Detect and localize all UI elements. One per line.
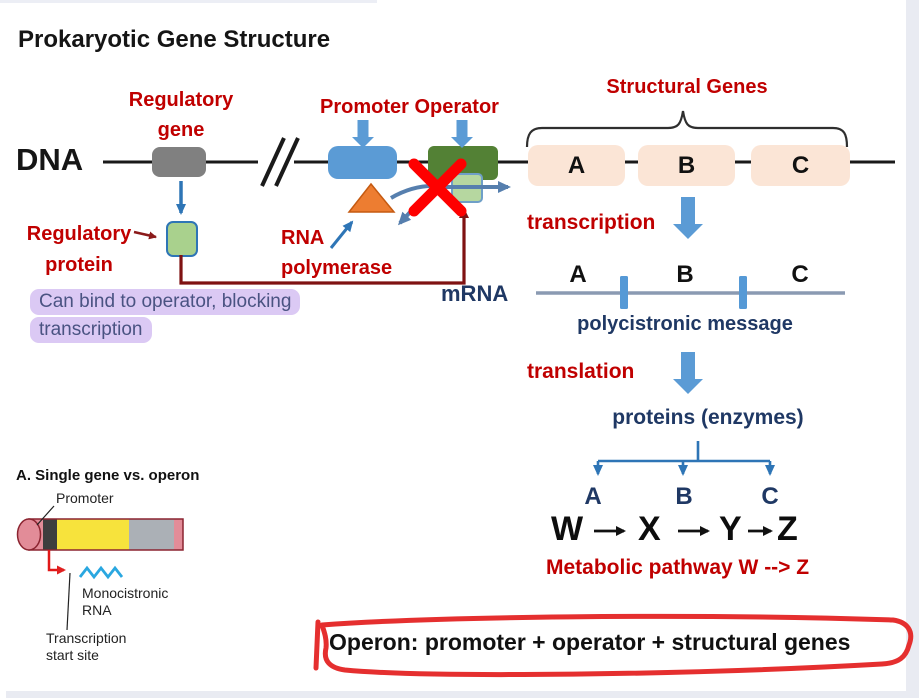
promoter-box	[328, 146, 397, 179]
note-line2: transcription	[30, 317, 152, 343]
inset-monocistronic-label: Monocistronic RNA	[82, 585, 168, 619]
gene-b-letter: B	[677, 151, 696, 179]
inset-pink-end-segment	[174, 519, 183, 550]
top-edge-strip	[0, 0, 377, 3]
rna-polymerase-label-line1: RNA	[281, 227, 325, 249]
regulatory-protein-label-arrow	[133, 230, 157, 240]
inset-rna-wave-icon	[78, 565, 124, 580]
polycistronic-label: polycistronic message	[577, 313, 793, 335]
regulatory-protein-label: Regulatory protein	[18, 219, 140, 281]
inset-cylinder-cap	[16, 518, 42, 551]
regulatory-gene-label-line1: Regulatory	[128, 89, 234, 111]
metabolic-pathway-label: Metabolic pathway W --> Z	[546, 556, 810, 579]
inset-transcription-arrow	[47, 550, 66, 575]
dna-label: DNA	[16, 142, 84, 177]
inset-tss-line2: start site	[46, 647, 99, 663]
structural-gene-a-box: A	[528, 145, 625, 186]
regulatory-gene-label-line2: gene	[157, 119, 205, 141]
transcription-arrow-icon	[673, 197, 703, 239]
structural-gene-b-box: B	[638, 145, 735, 186]
inset-monocistronic-line1: Monocistronic	[82, 585, 169, 601]
inset-promoter-segment	[43, 519, 57, 550]
inset-tss-label: Transcription start site	[46, 630, 126, 664]
inset-monocistronic-line2: RNA	[82, 602, 112, 618]
operator-pointer-arrow-icon	[451, 120, 473, 148]
pathway-x: X	[638, 510, 661, 548]
inset-gray-segment	[129, 519, 174, 550]
proteins-branch-lines	[598, 441, 770, 463]
structural-genes-brace	[525, 110, 849, 148]
rna-polymerase-label-line2: polymerase	[281, 257, 393, 279]
mrna-divider-1	[620, 276, 628, 309]
rna-polymerase-label-arrow	[329, 220, 354, 249]
blocked-x-icon	[408, 158, 467, 217]
structural-genes-label: Structural Genes	[606, 76, 768, 98]
pathway-w: W	[551, 510, 584, 548]
mrna-divider-2	[739, 276, 747, 309]
regulatory-gene-label: Regulatory gene	[111, 85, 251, 145]
polymerase-forward-arrow	[389, 181, 511, 200]
note-highlighted: Can bind to operator, blocking transcrip…	[30, 289, 301, 345]
bottom-edge-strip	[6, 691, 919, 698]
rna-polymerase-label: RNA polymerase	[281, 223, 392, 283]
regulatory-gene-box	[152, 147, 206, 177]
enzyme-c-label: C	[761, 483, 779, 510]
inset-tss-pointer	[66, 572, 71, 631]
inset-promoter-label: Promoter	[56, 490, 114, 506]
structural-gene-c-box: C	[751, 145, 850, 186]
inset-tss-line1: Transcription	[46, 630, 127, 646]
regulatory-protein-label-line2: protein	[45, 254, 113, 276]
right-edge-strip	[906, 0, 919, 698]
dna-break-slashes	[260, 137, 300, 187]
translation-label: translation	[527, 360, 635, 383]
pathway-y: Y	[719, 510, 742, 548]
gene-a-letter: A	[567, 151, 586, 179]
proteins-label: proteins (enzymes)	[612, 406, 804, 429]
rna-polymerase-icon	[347, 182, 396, 213]
regulatory-protein-box	[166, 221, 198, 257]
inset-gene-segment	[57, 519, 129, 550]
mrna-label: mRNA	[441, 281, 509, 306]
operon-definition: Operon: promoter + operator + structural…	[329, 629, 851, 655]
page-title: Prokaryotic Gene Structure	[18, 26, 331, 53]
enzyme-a-label: A	[584, 483, 602, 510]
mrna-gene-b: B	[676, 261, 694, 288]
enzyme-b-label: B	[675, 483, 693, 510]
note-line1: Can bind to operator, blocking	[30, 289, 301, 315]
mrna-gene-c: C	[791, 261, 809, 288]
transcription-label: transcription	[527, 211, 656, 234]
promoter-pointer-arrow-icon	[352, 120, 374, 148]
gene-c-letter: C	[791, 151, 810, 179]
regulatory-protein-label-line1: Regulatory	[26, 223, 132, 245]
translation-arrow-icon	[673, 352, 703, 394]
mrna-gene-a: A	[569, 261, 587, 288]
promoter-operator-label: Promoter Operator	[320, 96, 499, 118]
inset-heading: A. Single gene vs. operon	[16, 467, 200, 484]
pathway-z: Z	[777, 510, 798, 548]
operon-circle-annotation	[313, 613, 914, 678]
protein-binds-operator-line	[179, 208, 469, 285]
inset-promoter-pointer	[36, 505, 55, 526]
